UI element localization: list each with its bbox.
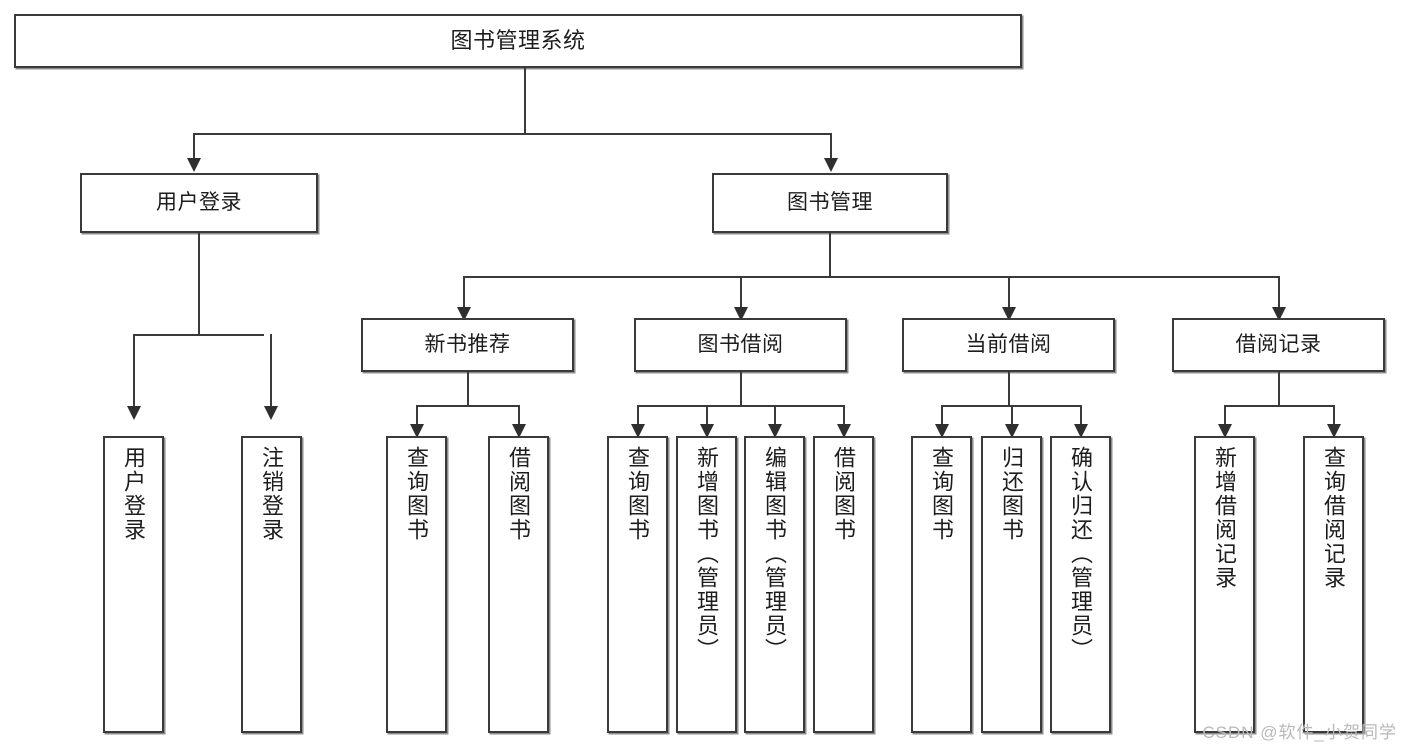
connector-bb-drop-4: [843, 405, 845, 425]
node-label: 编辑图书（管理员）: [762, 446, 788, 662]
node-label: 图书借阅: [697, 332, 784, 356]
connector-nbr-drop-1: [416, 405, 418, 425]
arrowhead-leaf-logout: [264, 406, 278, 420]
leaf-bb-borrow-book[interactable]: 借阅图书: [813, 436, 874, 733]
node-label: 用户登录: [156, 190, 242, 214]
connector-user-login-stem: [198, 233, 200, 335]
connector-book-borrow-stem: [740, 372, 742, 406]
connector-root-to-book-management: [830, 133, 832, 159]
arrowhead-new-book-recommend: [457, 307, 471, 321]
connector-borrow-record-stem: [1278, 372, 1280, 406]
connector-user-login-drop-2: [270, 334, 272, 407]
leaf-cb-confirm-return-admin[interactable]: 确认归还（管理员）: [1050, 436, 1111, 733]
arrowhead-book-management: [824, 158, 838, 172]
node-book-management[interactable]: 图书管理: [712, 173, 948, 233]
connector-nbr-drop-2: [518, 405, 520, 425]
connector-current-borrow-stem: [1008, 372, 1010, 406]
arrowhead-bb-leaf-2: [700, 424, 714, 438]
node-label: 确认归还（管理员）: [1068, 446, 1094, 662]
node-label: 图书管理系统: [450, 28, 586, 54]
node-label: 查询图书: [929, 446, 955, 542]
connector-cb-drop-2: [1011, 405, 1013, 425]
arrowhead-leaf-user-login: [127, 406, 141, 420]
arrowhead-cb-leaf-3: [1074, 424, 1088, 438]
connector-new-book-recommend-bus: [416, 405, 519, 407]
leaf-nbr-borrow-book[interactable]: 借阅图书: [488, 436, 549, 733]
arrowhead-cb-leaf-2: [1005, 424, 1019, 438]
node-new-book-recommend[interactable]: 新书推荐: [361, 318, 574, 372]
connector-new-book-recommend-stem: [467, 372, 469, 406]
node-label: 注销登录: [259, 446, 285, 542]
leaf-br-query-record[interactable]: 查询借阅记录: [1303, 436, 1364, 733]
node-label: 查询图书: [404, 446, 430, 542]
connector-br-drop-2: [1333, 405, 1335, 425]
node-label: 新增图书（管理员）: [694, 446, 720, 662]
connector-cb-drop-3: [1080, 405, 1082, 425]
arrowhead-br-leaf-2: [1327, 424, 1341, 438]
connector-level3-bus: [463, 276, 1278, 278]
arrowhead-bb-leaf-1: [631, 424, 645, 438]
leaf-cb-return-book[interactable]: 归还图书: [981, 436, 1042, 733]
leaf-cb-query-book[interactable]: 查询图书: [911, 436, 972, 733]
connector-borrow-record-bus: [1224, 405, 1334, 407]
node-label: 查询图书: [625, 446, 651, 542]
connector-to-new-book-recommend: [463, 276, 465, 308]
node-label: 图书管理: [787, 190, 873, 214]
connector-book-borrow-bus: [637, 405, 845, 407]
node-label: 借阅记录: [1235, 332, 1322, 356]
arrowhead-borrow-record: [1272, 307, 1286, 321]
node-label: 用户登录: [121, 446, 147, 542]
node-label: 查询借阅记录: [1321, 446, 1347, 590]
arrowhead-br-leaf-1: [1218, 424, 1232, 438]
node-user-login[interactable]: 用户登录: [80, 173, 318, 233]
node-label: 借阅图书: [831, 446, 857, 542]
arrowhead-bb-leaf-4: [837, 424, 851, 438]
connector-root-stem: [524, 68, 526, 134]
connector-cb-drop-1: [941, 405, 943, 425]
leaf-br-add-record[interactable]: 新增借阅记录: [1194, 436, 1255, 733]
arrowhead-nbr-leaf-1: [410, 424, 424, 438]
leaf-nbr-query-book[interactable]: 查询图书: [386, 436, 447, 733]
connector-to-borrow-record: [1278, 276, 1280, 308]
arrowhead-current-borrow: [1002, 307, 1016, 321]
node-borrow-record[interactable]: 借阅记录: [1172, 318, 1385, 372]
node-book-borrow[interactable]: 图书借阅: [634, 318, 847, 372]
node-label: 新书推荐: [424, 332, 511, 356]
node-label: 当前借阅: [965, 332, 1052, 356]
arrowhead-book-borrow: [734, 307, 748, 321]
connector-bb-drop-2: [706, 405, 708, 425]
arrowhead-user-login: [187, 158, 201, 172]
arrowhead-cb-leaf-1: [935, 424, 949, 438]
connector-bb-drop-3: [774, 405, 776, 425]
node-label: 归还图书: [999, 446, 1025, 542]
connector-user-login-drop-1: [133, 334, 135, 407]
arrowhead-nbr-leaf-2: [512, 424, 526, 438]
arrowhead-bb-leaf-3: [768, 424, 782, 438]
leaf-logout[interactable]: 注销登录: [241, 436, 302, 733]
connector-to-current-borrow: [1008, 276, 1010, 308]
connector-user-login-bus: [133, 334, 264, 336]
node-root-book-management-system[interactable]: 图书管理系统: [14, 14, 1022, 68]
connector-bb-drop-1: [637, 405, 639, 425]
connector-to-book-borrow: [740, 276, 742, 308]
connector-br-drop-1: [1224, 405, 1226, 425]
node-label: 新增借阅记录: [1212, 446, 1238, 590]
leaf-user-login[interactable]: 用户登录: [103, 436, 164, 733]
leaf-bb-edit-book-admin[interactable]: 编辑图书（管理员）: [744, 436, 805, 733]
leaf-bb-add-book-admin[interactable]: 新增图书（管理员）: [676, 436, 737, 733]
connector-root-to-user-login: [193, 133, 195, 159]
node-current-borrow[interactable]: 当前借阅: [902, 318, 1115, 372]
connector-root-bus: [193, 133, 831, 135]
leaf-bb-query-book[interactable]: 查询图书: [607, 436, 668, 733]
node-label: 借阅图书: [506, 446, 532, 542]
connector-book-management-stem: [829, 233, 831, 277]
